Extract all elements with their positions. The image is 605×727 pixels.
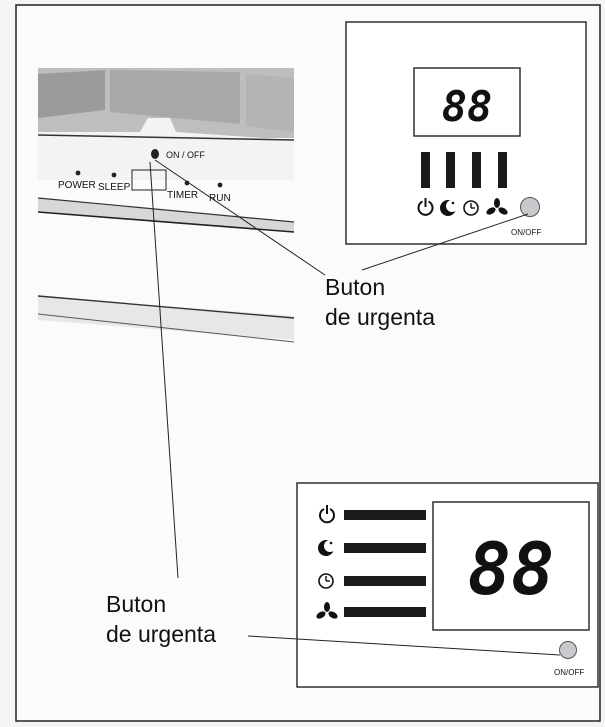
power-icon bbox=[417, 198, 434, 216]
bar-timer bbox=[344, 576, 426, 586]
vent-slat-right bbox=[246, 74, 294, 132]
panel-top-onoff-label: ON/OFF bbox=[511, 228, 541, 237]
vent-slat-center bbox=[110, 70, 240, 124]
display-window bbox=[131, 169, 167, 191]
sleep-led bbox=[111, 172, 117, 178]
unit-louver bbox=[38, 296, 294, 340]
unit-onoff-button[interactable] bbox=[151, 149, 159, 159]
power-label: POWER bbox=[58, 180, 96, 191]
control-panel-top: 88 ON/OFF bbox=[345, 21, 587, 245]
run-led bbox=[217, 182, 223, 188]
sleep-label: SLEEP bbox=[98, 182, 131, 193]
fan-icon bbox=[316, 602, 338, 619]
indicator-bar-2 bbox=[446, 152, 455, 188]
sleep-moon-icon bbox=[440, 200, 458, 216]
timer-clock-icon bbox=[318, 573, 334, 589]
leader-panel-bottom-to-callout bbox=[247, 635, 561, 656]
power-led bbox=[75, 170, 81, 176]
panel-top-onoff-button[interactable] bbox=[520, 197, 540, 217]
indicator-bar-3 bbox=[472, 152, 481, 188]
timer-label: TIMER bbox=[167, 190, 198, 201]
fan-icon bbox=[486, 198, 508, 215]
callout-bottom-line1: Buton bbox=[106, 591, 166, 617]
unit-front-panel bbox=[38, 118, 294, 180]
panel-top-digits: 88 bbox=[442, 82, 493, 131]
panel-bottom-onoff-label: ON/OFF bbox=[554, 668, 584, 677]
callout-top-line1: Buton bbox=[325, 274, 385, 300]
control-panel-bottom: 88 ON/OFF bbox=[296, 482, 599, 688]
louver-line-1 bbox=[37, 295, 295, 319]
leader-unit-to-callout-bottom bbox=[149, 161, 179, 579]
indicator-bar-4 bbox=[498, 152, 507, 188]
leader-panel-top-to-callout bbox=[361, 213, 529, 271]
strip-line-1 bbox=[37, 197, 295, 223]
run-label: RUN bbox=[209, 193, 231, 204]
strip-line-2 bbox=[37, 211, 295, 233]
timer-clock-icon bbox=[463, 200, 479, 216]
bar-fan bbox=[344, 607, 426, 617]
callout-top: Buton de urgenta bbox=[325, 274, 435, 330]
panel-bottom-digits: 88 bbox=[468, 527, 555, 611]
sleep-moon-icon bbox=[318, 540, 336, 556]
panel-bottom-onoff-button[interactable] bbox=[559, 641, 577, 659]
callout-top-line2: de urgenta bbox=[325, 304, 435, 330]
bar-sleep bbox=[344, 543, 426, 553]
leader-lines bbox=[149, 159, 561, 656]
unit-photo: POWER SLEEP TIMER RUN ON / OFF bbox=[37, 68, 295, 343]
power-icon bbox=[319, 505, 335, 524]
bar-power bbox=[344, 510, 426, 520]
panel-bottom-display bbox=[432, 501, 590, 631]
timer-led bbox=[184, 180, 190, 186]
panel-top-display bbox=[413, 67, 521, 137]
callout-bottom-line2: de urgenta bbox=[106, 621, 216, 647]
leader-unit-to-callout-top bbox=[154, 159, 326, 276]
indicator-bar-1 bbox=[421, 152, 430, 188]
vent-slat-left bbox=[38, 70, 105, 118]
unit-onoff-label: ON / OFF bbox=[166, 150, 205, 160]
callout-bottom: Buton de urgenta bbox=[106, 591, 216, 647]
panel-edge bbox=[37, 134, 295, 141]
louver-line-2 bbox=[37, 313, 295, 343]
unit-lower-strip bbox=[38, 198, 294, 232]
